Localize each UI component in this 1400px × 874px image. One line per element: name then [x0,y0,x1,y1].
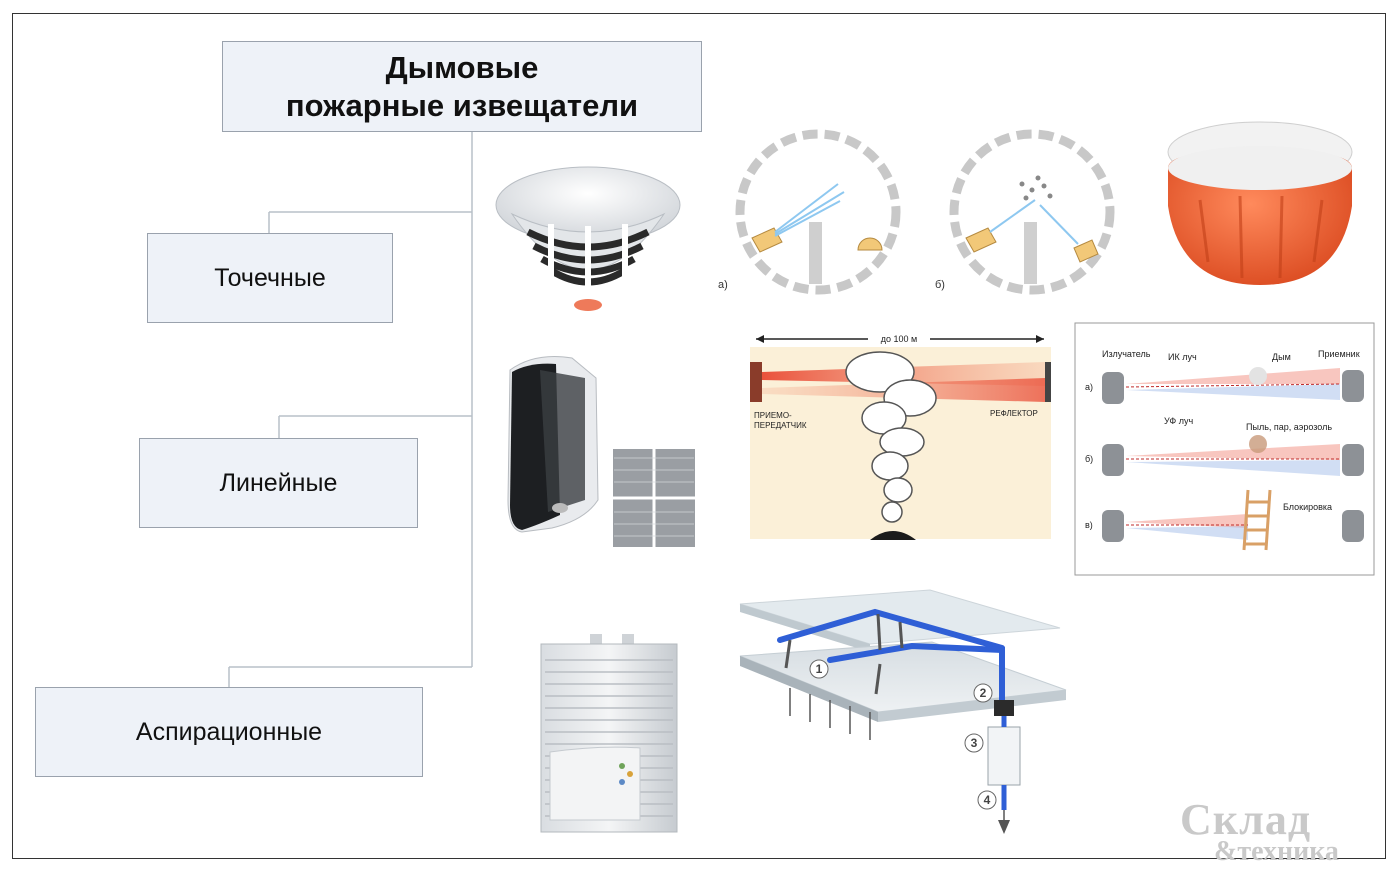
aspiration-step-1: 1 [816,662,823,676]
page-title: Дымовые пожарные извещатели [286,49,638,125]
aspiration-pipe-diagram: 1 2 3 4 [739,589,1067,834]
category-linear-label: Линейные [219,468,338,497]
category-aspiration: Аспирационные [35,687,423,777]
smoke-label: Дым [1272,352,1291,362]
reflector-label: РЕФЛЕКТОР [990,409,1038,418]
aspiration-step-2: 2 [980,686,987,700]
row-a-label: а) [1085,382,1093,392]
distance-label: до 100 м [881,334,917,344]
dust-label: Пыль, пар, аэрозоль [1246,422,1332,432]
optical-chamber-diagram-b: б) [935,129,1115,295]
uv-beam-label: УФ луч [1164,416,1194,426]
title-line-1: Дымовые [385,49,539,85]
transceiver-label-1: ПРИЕМО- [754,411,792,420]
emitter-label: Излучатель [1102,349,1151,359]
watermark-line-2: &техника [1214,836,1339,867]
aspiration-step-3: 3 [971,736,978,750]
watermark-line-1: Склад [1180,795,1312,844]
linear-smoke-diagram: до 100 м ПРИЕМО- ПЕРЕДАТЧИК РЕФЛЕКТОР [750,333,1051,540]
title-line-2: пожарные извещатели [285,87,639,123]
transceiver-label-2: ПЕРЕДАТЧИК [754,421,807,430]
category-aspiration-label: Аспирационные [135,717,323,746]
watermark-logo: Склад &техника [1180,795,1390,867]
category-linear: Линейные [139,438,418,528]
title-box: Дымовые пожарные извещатели [222,41,702,132]
outer-frame [12,13,1386,859]
row-c-label: в) [1085,520,1093,530]
linear-detector-device-image [507,356,599,533]
row-b-label: б) [1085,454,1093,464]
category-point: Точечные [147,233,393,323]
point-detector-orange-image [1167,121,1353,285]
blocking-label: Блокировка [1283,502,1332,512]
receiver-label: Приемник [1318,349,1360,359]
point-detector-white-image [495,166,681,311]
diagram-b-label: б) [935,279,945,291]
ir-beam-label: ИК луч [1168,352,1197,362]
reflector-panel-image [611,447,697,549]
beam-principle-diagram: Излучатель ИК луч Дым Приемник УФ луч Пы… [1074,322,1375,576]
aspiration-unit-image [540,634,678,833]
aspiration-step-4: 4 [984,793,991,807]
diagram-a-label: а) [718,279,728,291]
optical-chamber-diagram-a: а) [718,129,901,295]
category-point-label: Точечные [214,263,326,292]
